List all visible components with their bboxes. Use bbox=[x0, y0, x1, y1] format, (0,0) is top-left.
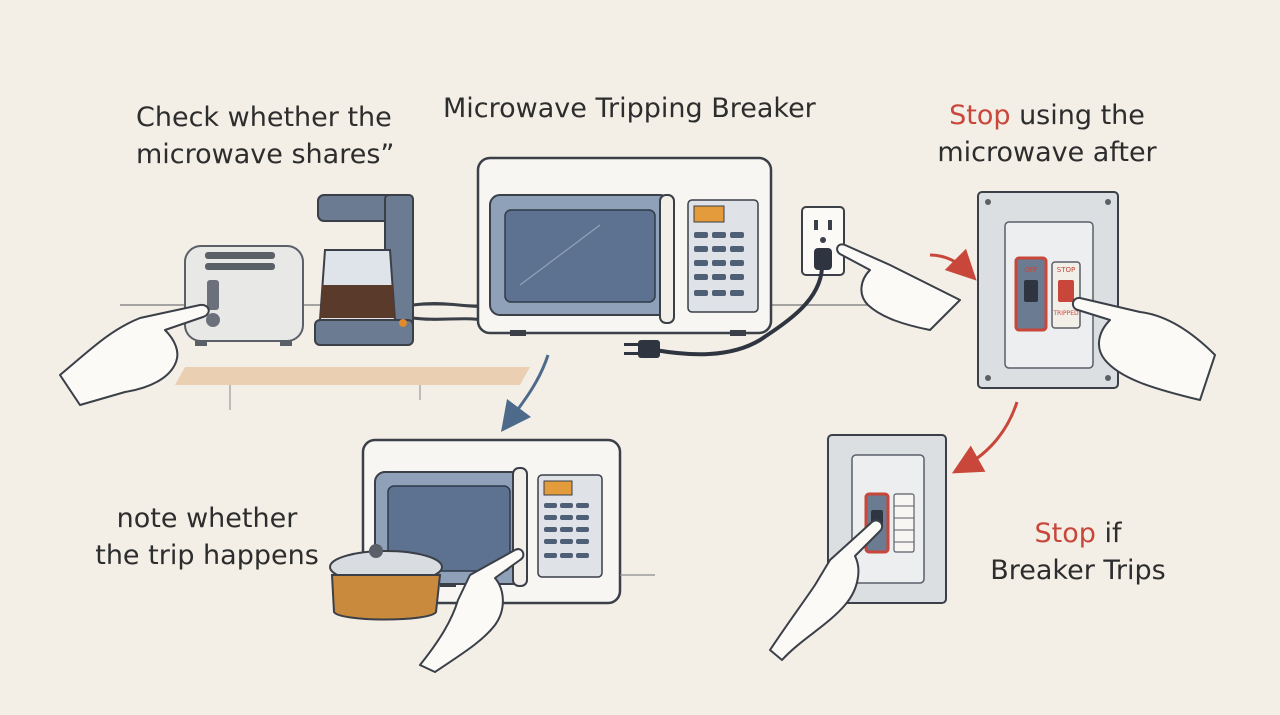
caption-line: Stop using the bbox=[937, 97, 1157, 134]
coffee-maker-icon bbox=[314, 194, 414, 346]
caption-line: Stop if bbox=[978, 515, 1178, 552]
caption-note-trip: note whether the trip happens bbox=[92, 500, 322, 574]
flow-arrow bbox=[929, 248, 977, 281]
caption-emphasis: Stop bbox=[1034, 518, 1096, 549]
flow-arrow bbox=[951, 401, 1019, 474]
power-plug-icon bbox=[624, 340, 660, 358]
caption-line: note whether bbox=[116, 503, 298, 534]
caption-line: Check whether the bbox=[136, 102, 392, 133]
caption-line: microwave after bbox=[937, 137, 1157, 168]
breaker-stop-label: STOP bbox=[1057, 266, 1075, 274]
caption-emphasis: Stop bbox=[949, 100, 1011, 131]
caption-line: the trip happens bbox=[95, 540, 319, 571]
caption-check-shared-circuit: Check whether the microwave shares” bbox=[136, 99, 394, 173]
microwave-icon bbox=[476, 156, 773, 336]
pointing-hand-icon bbox=[419, 548, 525, 673]
microwave-icon bbox=[361, 438, 655, 605]
flow-arrow bbox=[501, 354, 550, 433]
caption-stop-if-trips: Stop if Breaker Trips bbox=[978, 515, 1178, 589]
caption-line: microwave shares” bbox=[136, 139, 395, 170]
caption-line: Breaker Trips bbox=[990, 555, 1166, 586]
breaker-tripped-label: TRIPPED bbox=[1052, 310, 1079, 317]
pointing-hand-icon bbox=[59, 303, 210, 406]
pointing-hand-icon bbox=[1072, 296, 1216, 401]
diagram-title: Microwave Tripping Breaker bbox=[443, 93, 816, 124]
breaker-off-label: OFF bbox=[1024, 266, 1038, 274]
toaster-icon bbox=[184, 245, 304, 346]
cooking-pot-icon bbox=[329, 544, 456, 621]
pointing-hand-icon bbox=[836, 243, 961, 331]
caption-stop-using: Stop using the microwave after bbox=[937, 97, 1157, 171]
pointing-hand-icon bbox=[769, 519, 884, 661]
caption-text: using the bbox=[1010, 100, 1145, 131]
wall-outlet-icon bbox=[801, 206, 845, 276]
breaker-panel-icon: OFF STOP TRIPPED bbox=[977, 191, 1119, 389]
caption-text: if bbox=[1095, 518, 1122, 549]
